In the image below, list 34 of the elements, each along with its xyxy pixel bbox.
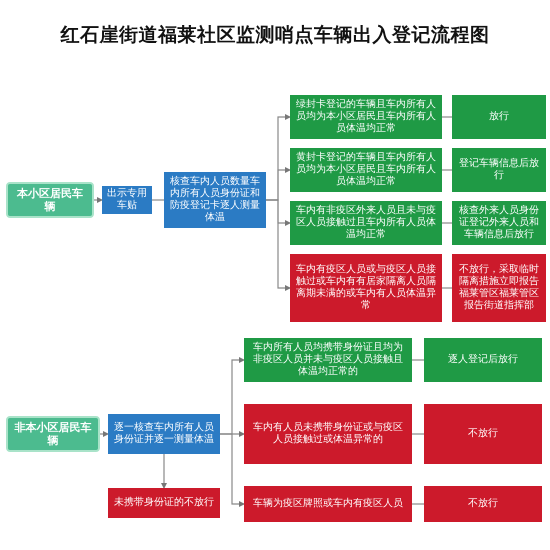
arrow: [220, 433, 245, 507]
connector-line: [412, 503, 424, 505]
arrow: [161, 454, 167, 489]
arrow: [266, 199, 291, 291]
connector-line: [412, 433, 424, 435]
process-box: 核查车内人员数量车内所有人员身份证和防疫登记卡逐人测量体温: [164, 172, 266, 228]
process-box: 逐一核查车内所有人员身份证并逐一测量体温: [108, 414, 220, 454]
connector-line: [442, 169, 452, 171]
start-box: 本小区居民车辆: [6, 182, 94, 218]
condition-box: 车内所有人员均携带身份证且均为非疫区人员并未与疫区人员接触且体温均正常的: [244, 338, 412, 382]
result-box: 不放行，采取临时隔离措施立即报告福莱管区福莱管区报告街道指挥部: [452, 254, 546, 322]
result-box: 核查外来人员身份证登记外来人员和车辆信息后放行: [452, 201, 546, 245]
connector-line: [152, 199, 164, 201]
arrow: [94, 197, 103, 203]
condition-box: 车内有疫区人员或与疫区人员接触过或车内有有居家隔离人员隔离期未满的或车内有人员体温异常: [290, 254, 442, 322]
result-box: 逐人登记后放行: [424, 338, 542, 382]
condition-box: 车辆为疫区牌照或车内有疫区人员: [244, 486, 412, 522]
result-box: 未携带身份证的不放行: [108, 488, 220, 518]
condition-box: 车内有非疫区外来人员且未与疫区人员接触过且车内所有人员体温均正常: [290, 201, 442, 245]
result-box: 放行: [452, 95, 546, 139]
title: 红石崖街道福莱社区监测哨点车辆出入登记流程图: [59, 23, 490, 48]
connector-line: [442, 287, 452, 289]
condition-box: 黄封卡登记的车辆且车内所有人员均为本小区居民且车内所有人员体温均正常: [290, 148, 442, 192]
start-box: 非本小区居民车辆: [6, 416, 100, 452]
result-box: 不放行: [424, 404, 542, 464]
result-box: 登记车辆信息后放行: [452, 148, 546, 192]
connector-line: [412, 359, 424, 361]
process-box: 出示专用车贴: [102, 186, 152, 214]
connector-line: [442, 222, 452, 224]
condition-box: 车内有人员未携带身份证或与疫区人员接触过或体温异常的: [244, 404, 412, 464]
connector-line: [442, 116, 452, 118]
result-box: 不放行: [424, 486, 542, 522]
arrow: [100, 431, 109, 437]
condition-box: 绿封卡登记的车辆且车内所有人员均为本小区居民且车内所有人员体温均正常: [290, 95, 442, 139]
